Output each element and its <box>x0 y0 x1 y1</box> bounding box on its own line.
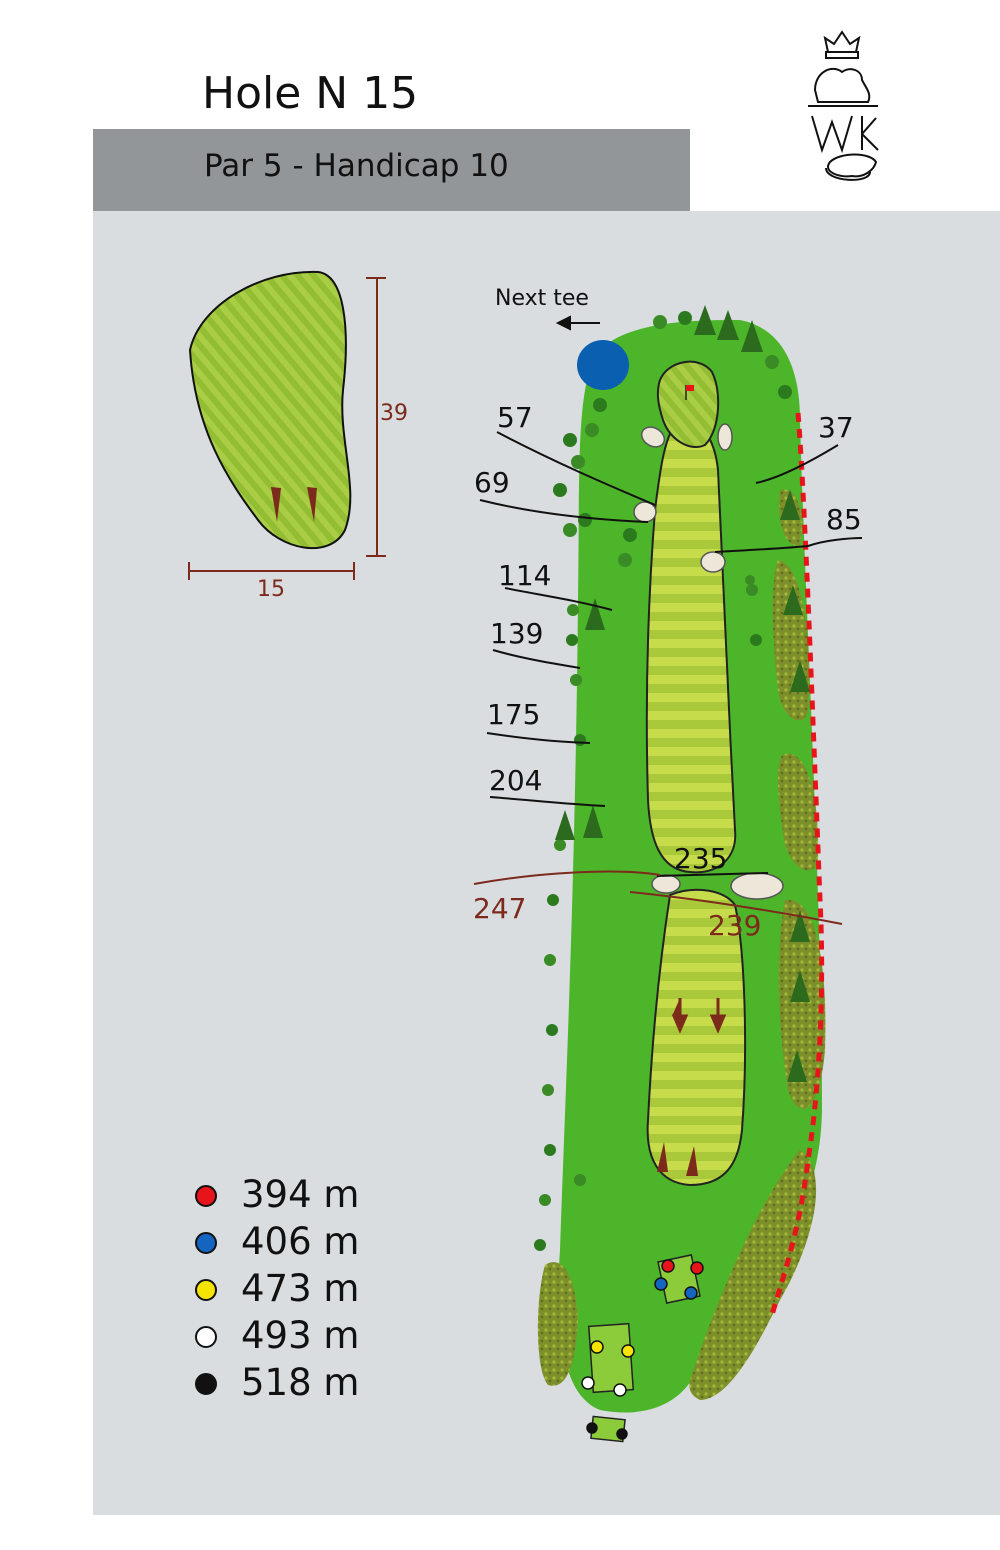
subtitle-bar <box>93 129 690 211</box>
next-tee-arrow <box>555 315 600 331</box>
next-tee-label: Next tee <box>495 286 589 311</box>
putting-green <box>656 360 720 448</box>
out-of-bounds-line <box>769 412 825 1316</box>
fairway-slope-arrow <box>686 1146 698 1176</box>
tee-dot-icon <box>195 1326 217 1348</box>
tee-dot-icon <box>195 1373 217 1395</box>
legend-label: 518 m <box>241 1361 360 1404</box>
distance-lines <box>479 431 863 877</box>
legend-label: 394 m <box>241 1173 360 1216</box>
carry-label-center: 235 <box>674 842 727 875</box>
green-width-label: 15 <box>257 577 285 602</box>
green-depth-dimension <box>366 277 386 557</box>
water-hazard <box>577 340 629 390</box>
distance-label: 37 <box>818 411 854 444</box>
club-crest-logo <box>808 30 879 181</box>
tee-box-yellow-white <box>587 1322 635 1394</box>
distance-label: 85 <box>826 503 862 536</box>
green-detail-shape <box>188 270 352 550</box>
bunkers <box>633 423 784 900</box>
green-depth-label: 39 <box>380 401 408 426</box>
legend-label: 473 m <box>241 1267 360 1310</box>
green-detail-slope-arrow <box>307 487 317 522</box>
distance-label: 57 <box>497 401 533 434</box>
legend-label: 406 m <box>241 1220 360 1263</box>
trees-left <box>534 398 637 1251</box>
legend-label: 493 m <box>241 1314 360 1357</box>
green-detail-slope-arrow <box>271 487 281 522</box>
distance-label: 139 <box>490 617 543 650</box>
carry-label-left: 247 <box>473 892 526 925</box>
page-title: Hole N 15 <box>202 68 419 119</box>
par-handicap-label: Par 5 - Handicap 10 <box>204 148 509 184</box>
fairway-slope-arrow <box>657 1142 668 1172</box>
distance-label: 114 <box>498 559 551 592</box>
trees-right <box>653 305 810 1082</box>
pin-flag <box>685 385 694 400</box>
fairway-slope-arrow <box>671 998 689 1034</box>
carry-lines <box>473 870 843 925</box>
distance-label: 204 <box>489 764 542 797</box>
tee-markers <box>581 1259 704 1440</box>
distance-label: 175 <box>487 698 540 731</box>
green-width-dimension <box>188 562 355 580</box>
tee-dot-icon <box>195 1185 217 1207</box>
carry-label-right: 239 <box>708 909 761 942</box>
tee-dot-icon <box>195 1279 217 1301</box>
dark-rough-patches <box>537 489 826 1400</box>
fairway-slope-arrow <box>709 998 727 1034</box>
distance-label: 69 <box>474 466 510 499</box>
tee-dot-icon <box>195 1232 217 1254</box>
